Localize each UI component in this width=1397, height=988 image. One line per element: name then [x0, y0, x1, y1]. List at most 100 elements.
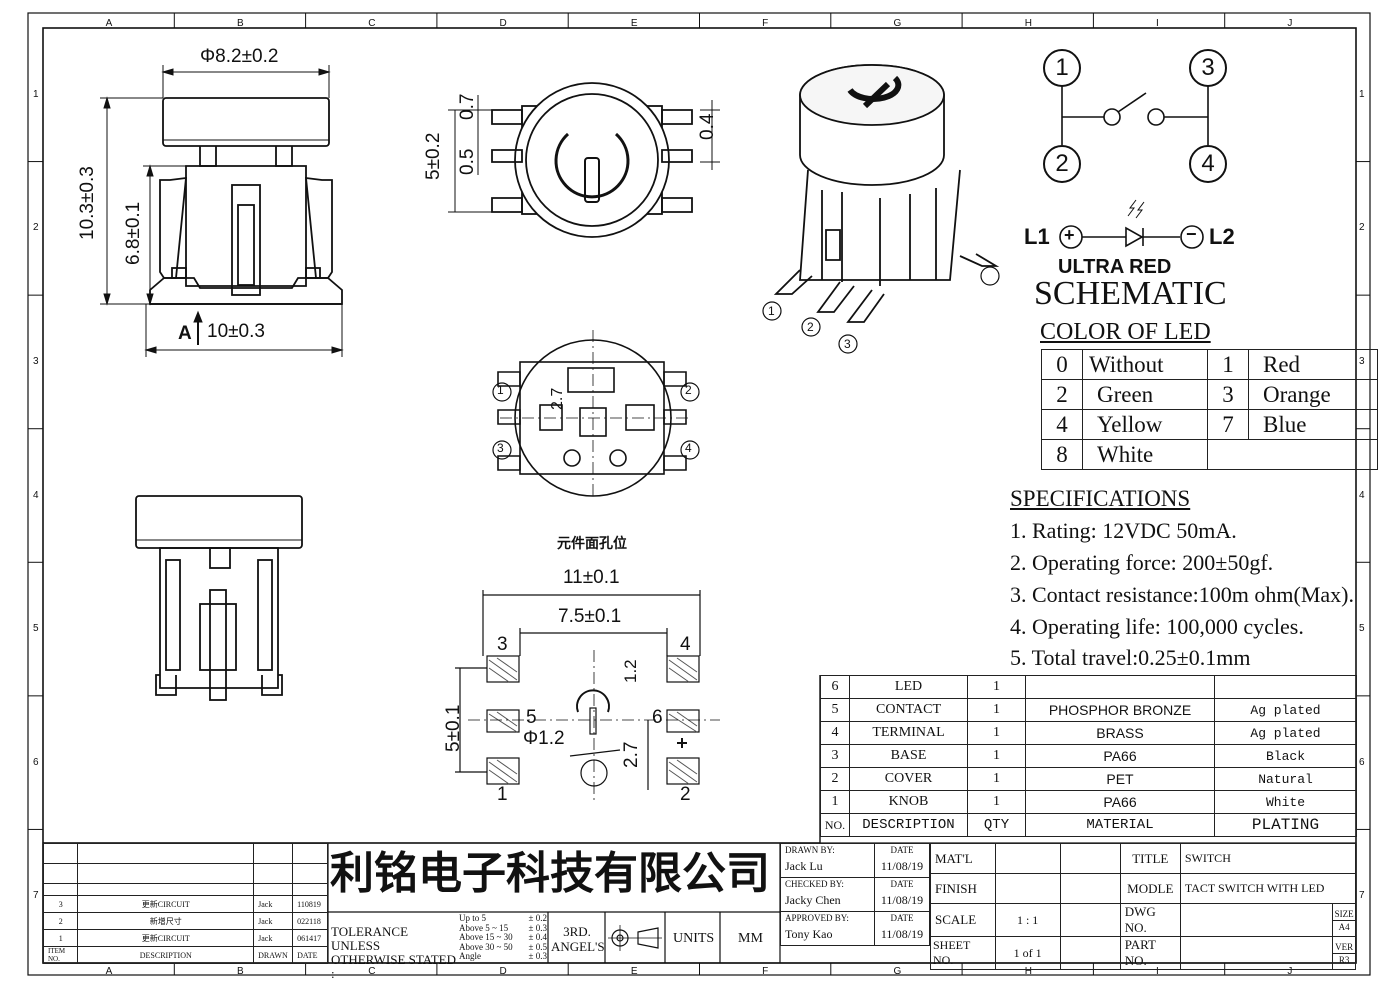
dim-top-pitch: 5±0.2: [423, 132, 444, 180]
bom-plating: Black: [1214, 744, 1357, 768]
bom-header-no: NO.: [820, 813, 850, 837]
zone-column-label: H: [1024, 966, 1032, 977]
title-label: TITLE: [1119, 843, 1181, 874]
bom-no: 2: [820, 767, 850, 791]
bom-plating: Natural: [1214, 767, 1357, 791]
bottom-pin-1: 1: [497, 383, 504, 397]
part-label: PART NO.: [1119, 936, 1181, 970]
date-label: DATE: [874, 911, 930, 924]
led-label: ULTRA RED: [1058, 256, 1172, 278]
bom-qty: 1: [967, 675, 1026, 699]
bom-no: 5: [820, 698, 850, 722]
bom-plating: White: [1214, 790, 1357, 814]
schematic-l1: L1: [1024, 224, 1050, 249]
side-view-dims: [100, 65, 344, 357]
rev-date: 022118: [292, 912, 328, 930]
footprint-caption: 元件面孔位: [557, 536, 627, 552]
bom-description: BASE: [849, 744, 968, 768]
iso-pin-2: 2: [807, 320, 814, 334]
approved-by: Tony Kao: [780, 923, 875, 946]
led-code: 4: [1041, 409, 1083, 440]
approved-by-label: APPROVED BY:: [780, 911, 875, 924]
zone-column-label: E: [630, 966, 638, 977]
dim-footprint-hole: Φ1.2: [523, 728, 565, 749]
bom-material: PA66: [1025, 744, 1215, 768]
footprint-view: [455, 590, 720, 800]
zone-row-label: 2: [1359, 222, 1365, 234]
fp-pin-6: 6: [652, 707, 663, 728]
led-color: Red: [1248, 349, 1378, 380]
rev-item: 2: [42, 912, 79, 930]
bom-header-qty: QTY: [967, 813, 1026, 837]
size-value: A4: [1333, 919, 1355, 933]
section-marker: A: [178, 323, 192, 344]
zone-column-label: G: [893, 18, 902, 29]
bom-qty: 1: [967, 721, 1026, 745]
zone-column-label: A: [105, 966, 113, 977]
tol-value: ± 0.3: [528, 922, 547, 933]
side-view-top: [149, 97, 343, 305]
dwg-label: DWG NO.: [1119, 903, 1181, 937]
scale-value: 1 : 1: [994, 903, 1061, 937]
bom-no: 1: [820, 790, 850, 814]
bom-plating: Ag plated: [1214, 698, 1357, 722]
zone-column-label: F: [762, 18, 769, 29]
tol-range: Above 15 ~ 30: [459, 932, 513, 943]
schematic-pin-1: 1: [1043, 49, 1081, 87]
bottom-view: [497, 330, 690, 500]
bottom-pin-2: 2: [685, 383, 692, 397]
led-color: Blue: [1248, 409, 1378, 440]
ver-value: R3: [1333, 952, 1355, 966]
rev-header-description: DESCRIPTION: [77, 946, 255, 964]
sheet-label: SHEET NO.: [930, 936, 996, 970]
checked-by-label: CHECKED BY:: [780, 877, 875, 890]
led-color-table: 0 Without 1 Red 2 Green 3 Orange 4 Yello…: [1041, 349, 1378, 470]
bom-no: 4: [820, 721, 850, 745]
dim-width-base: 10±0.3: [207, 321, 265, 342]
bottom-pin-4: 4: [685, 441, 692, 455]
led-color: Green: [1082, 379, 1208, 410]
zone-column-label: C: [368, 966, 376, 977]
dim-cap-diameter: Φ8.2±0.2: [200, 46, 279, 67]
matl-label: MAT'L: [930, 843, 996, 874]
rev-header-date: DATE: [292, 946, 328, 964]
led-code: 3: [1207, 379, 1249, 410]
rev-description: 新增尺寸: [77, 912, 255, 930]
iso-pin-3: 3: [844, 337, 851, 351]
zone-column-label: H: [1024, 18, 1032, 29]
drawn-by: Jack Lu: [780, 855, 875, 878]
angle-label: 3RD. ANGEL'S: [551, 924, 605, 954]
zone-column-label: D: [499, 18, 507, 29]
rev-drawn: Jack: [253, 929, 294, 947]
zone-row-label: 6: [33, 756, 39, 768]
checked-by: Jacky Chen: [780, 889, 875, 912]
bom-material: [1025, 675, 1215, 699]
zone-row-label: 5: [33, 623, 39, 635]
specs-title: SPECIFICATIONS: [1010, 486, 1191, 511]
spec-item: 3. Contact resistance:100m ohm(Max).: [1010, 582, 1354, 607]
schematic-pin-4: 4: [1189, 145, 1227, 183]
isometric-view: [773, 64, 1000, 323]
rev-description: 更新CIRCUIT: [77, 929, 255, 947]
drawn-by-label: DRAWN BY:: [780, 843, 875, 856]
finish-label: FINISH: [930, 873, 996, 904]
rev-drawn: Jack: [253, 912, 294, 930]
tol-range: Above 5 ~ 15: [459, 922, 509, 933]
bom-qty: 1: [967, 790, 1026, 814]
schematic-title: SCHEMATIC: [1034, 275, 1227, 312]
dim-footprint-offset: 2.7: [621, 741, 642, 768]
zone-column-label: J: [1287, 966, 1293, 977]
color-of-led-title: COLOR OF LED: [1040, 319, 1211, 345]
dim-top-c: 0.4: [697, 113, 718, 140]
dim-footprint-pitch: 5±0.1: [443, 704, 464, 752]
led-color: Orange: [1248, 379, 1378, 410]
led-code: 0: [1041, 349, 1083, 380]
bom-description: CONTACT: [849, 698, 968, 722]
